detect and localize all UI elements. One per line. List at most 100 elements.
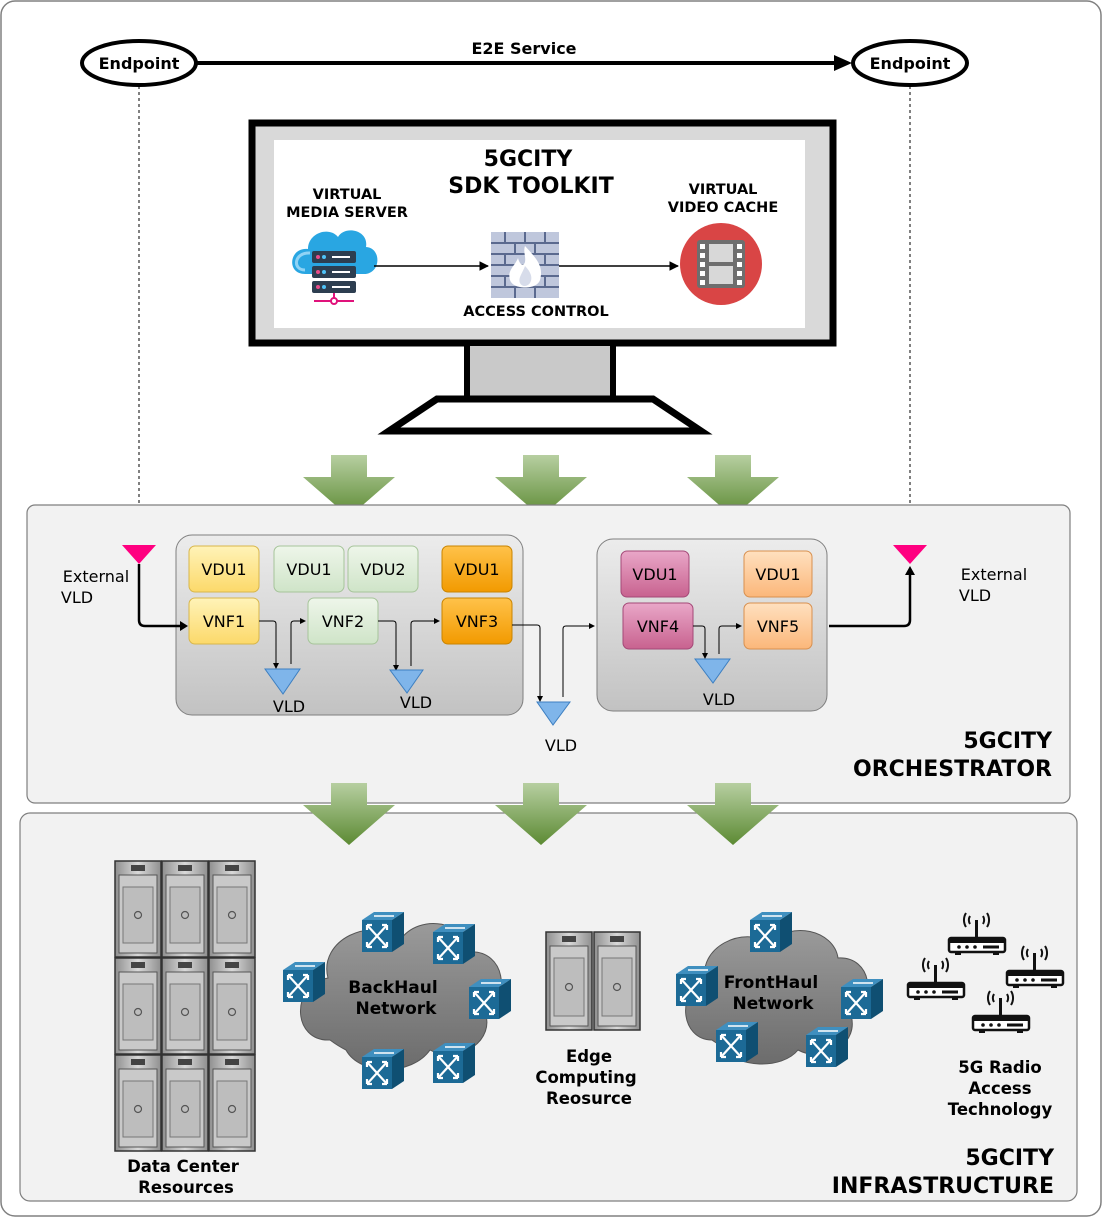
network-switch-icon: [748, 910, 794, 954]
vld-middle-label: VLD: [545, 736, 577, 755]
vnf1-group: VDU1 VNF1: [188, 545, 260, 645]
fronthaul-label-line1: FrontHaul: [724, 973, 818, 993]
media-server-label-line1: VIRTUAL: [313, 187, 382, 203]
vld-3-label: VLD: [703, 690, 735, 709]
ns-link-arrowheads: [273, 618, 595, 702]
vld-1-label: VLD: [273, 697, 305, 716]
vnf1-label: VNF1: [203, 612, 245, 631]
orchestrator-title-line1: 5GCITY: [963, 729, 1053, 754]
rack-unit: [208, 1054, 256, 1152]
rack-unit: [208, 860, 256, 958]
network-switch-icon: [431, 922, 477, 966]
infrastructure-title-line1: 5GCITY: [965, 1146, 1055, 1171]
media-server-label-line2: MEDIA SERVER: [286, 205, 408, 221]
vld-1-triangle: [264, 668, 301, 695]
vld-2-triangle: [389, 669, 424, 694]
endpoint-left-label: Endpoint: [99, 54, 180, 73]
vnf4-vdu1-box: [620, 550, 690, 598]
vnf3-group: VDU1 VNF3: [441, 545, 513, 645]
vnf4-label: VNF4: [637, 617, 679, 636]
edge-label-line3: Reosurce: [546, 1089, 632, 1108]
vnf2-group: VDU1 VDU2 VNF2: [273, 545, 419, 645]
sdk-monitor: 5GCITY SDK TOOLKIT VIRTUAL MEDIA SERVER …: [248, 119, 837, 435]
ns2-vld-links: [693, 625, 740, 654]
network-switch-icon: [804, 1025, 850, 1069]
external-vld-right-triangle: [893, 545, 927, 564]
vld-middle-triangle: [536, 701, 571, 726]
rack-unit: [161, 1054, 209, 1152]
external-vld-right-line2: VLD: [959, 586, 991, 605]
monitor-base: [377, 395, 713, 435]
vnf4-group: VDU1 VNF4: [620, 550, 694, 650]
external-right-link: [829, 572, 912, 628]
vnf4-vdu1-label: VDU1: [632, 565, 677, 584]
backhaul-label-line2: Network: [356, 999, 438, 1019]
rack-unit: [208, 957, 256, 1055]
vnf5-label: VNF5: [757, 617, 799, 636]
vnf5-group: VDU1 VNF5: [743, 550, 813, 650]
external-vld-right-line1: External: [961, 565, 1027, 584]
fronthaul-label-line2: Network: [733, 994, 815, 1014]
vnf2-vdu2-box: [347, 545, 419, 593]
infrastructure-title-line2: INFRASTRUCTURE: [832, 1174, 1054, 1199]
vnf3-vdu1-box: [441, 545, 513, 593]
vld-3-triangle: [694, 658, 731, 684]
orchestrator-panel: 5GCITY ORCHESTRATOR External VLD Externa…: [26, 504, 1071, 804]
endpoint-left: [80, 39, 198, 87]
ns1-vld-links: [259, 620, 593, 697]
rack-unit: [161, 957, 209, 1055]
datacenter-label-line1: Data Center: [127, 1157, 240, 1176]
edge-racks: [545, 931, 641, 1031]
datacenter-label-line2: Resources: [138, 1178, 234, 1197]
vnf5-box: [743, 602, 813, 650]
network-switch-icon: [281, 960, 327, 1004]
vnf3-box: [441, 597, 513, 645]
network-switch-icon: [467, 977, 513, 1021]
rack-unit: [114, 1054, 162, 1152]
endpoint-right: [851, 39, 969, 87]
radio-label-line1: 5G Radio: [958, 1058, 1041, 1077]
cloud-server-icon: [292, 230, 378, 305]
infrastructure-panel: 5GCITY INFRASTRUCTURE Data Center Resour…: [19, 812, 1078, 1202]
rack-unit: [161, 860, 209, 958]
monitor-neck: [464, 340, 616, 404]
backhaul-label-line1: BackHaul: [348, 978, 437, 998]
orchestrator-title-line2: ORCHESTRATOR: [853, 757, 1052, 782]
edge-label-line1: Edge: [566, 1047, 612, 1066]
vnf3-label: VNF3: [456, 612, 498, 631]
network-switch-icon: [714, 1020, 760, 1064]
external-left-link: [137, 564, 182, 628]
network-switch-icon: [674, 964, 720, 1008]
vnf5-vdu1-box: [743, 550, 813, 598]
film-icon: [680, 223, 762, 305]
rack-unit: [114, 860, 162, 958]
e2e-arrowhead: [834, 55, 852, 71]
e2e-service-row: Endpoint Endpoint E2E Service: [80, 39, 969, 545]
radio-label-line3: Technology: [948, 1100, 1053, 1119]
firewall-icon: [491, 232, 559, 298]
datacenter-racks: [114, 860, 256, 1152]
sdk-title-line2: SDK TOOLKIT: [448, 174, 613, 199]
vld-2-label: VLD: [400, 693, 432, 712]
video-cache-label-line1: VIRTUAL: [689, 182, 758, 198]
network-switch-icon: [839, 977, 885, 1021]
sdk-title-line1: 5GCITY: [484, 147, 574, 172]
e2e-service-label: E2E Service: [471, 39, 576, 58]
vnf2-vdu1-box: [273, 545, 345, 593]
network-switch-icon: [360, 1047, 406, 1091]
network-switch-icon: [431, 1041, 477, 1085]
vnf3-vdu1-label: VDU1: [454, 560, 499, 579]
network-switch-icon: [360, 910, 406, 954]
vnf2-label: VNF2: [322, 612, 364, 631]
endpoint-right-label: Endpoint: [870, 54, 951, 73]
vnf1-vdu1-box: [188, 545, 260, 593]
access-control-label: ACCESS CONTROL: [463, 304, 608, 320]
external-vld-left-line1: External: [63, 567, 129, 586]
vnf1-vdu1-label: VDU1: [201, 560, 246, 579]
vnf2-vdu1-label: VDU1: [286, 560, 331, 579]
vnf2-vdu2-label: VDU2: [360, 560, 405, 579]
rack-unit: [114, 957, 162, 1055]
external-vld-left-line2: VLD: [61, 588, 93, 607]
edge-label-line2: Computing: [535, 1068, 636, 1087]
